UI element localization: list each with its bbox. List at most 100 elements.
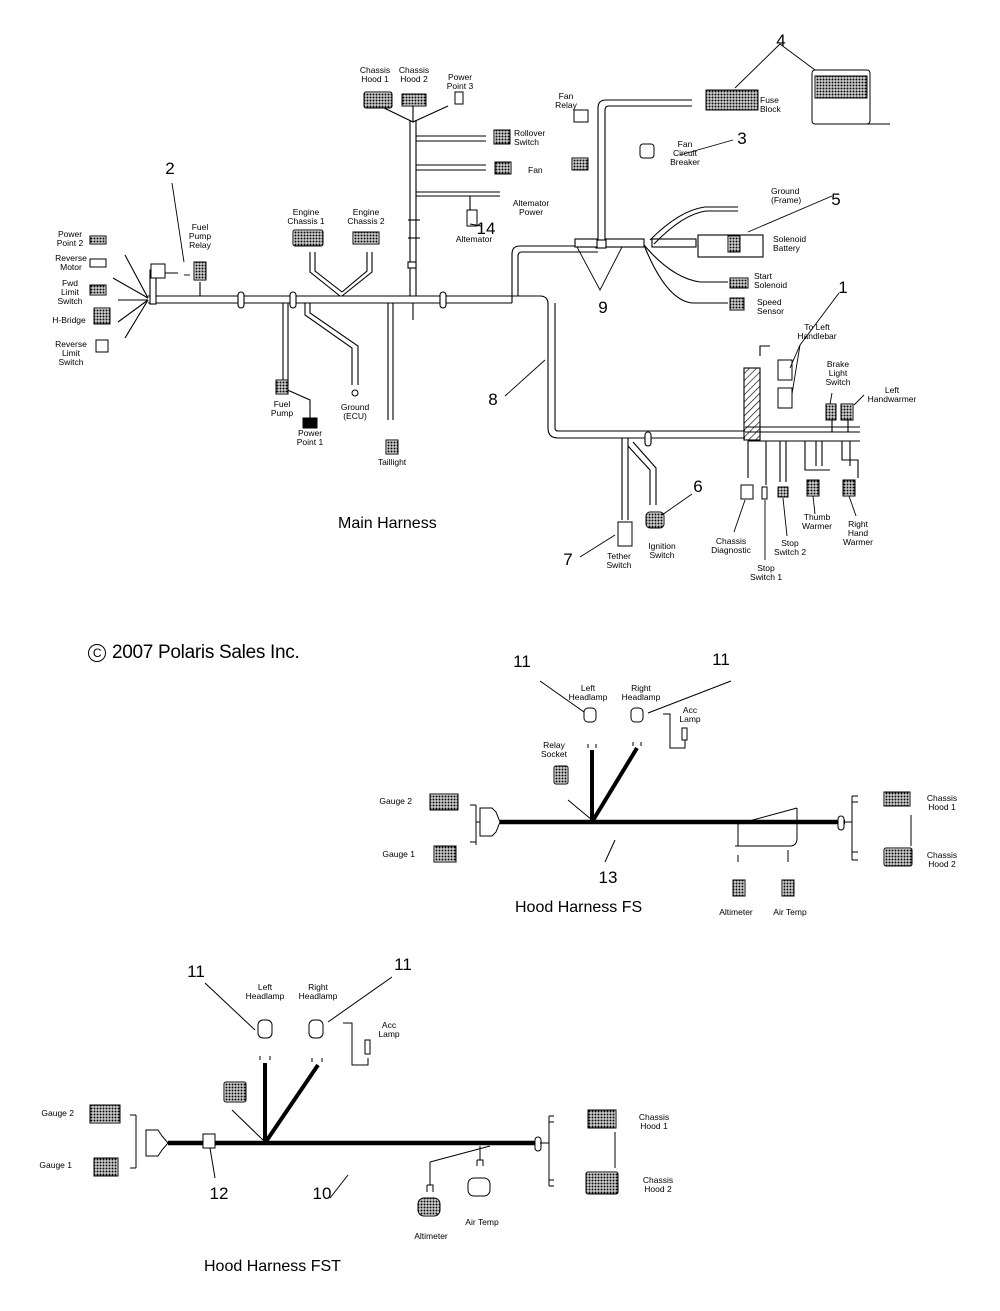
fs-altimeter-connector <box>732 879 746 897</box>
label-left-handwarmer: Left Handwarmer <box>867 385 917 404</box>
hood-harness-fs <box>470 680 912 863</box>
fs-right-headlamp-connector <box>630 707 644 723</box>
label-engine-chassis-1: Engine Chassis 1 <box>287 207 325 226</box>
copyright-text: 2007 Polaris Sales Inc. <box>112 642 300 663</box>
right-hand-warmer-connector <box>842 479 856 497</box>
fs-label-chassis-hood-2: Chassis Hood 2 <box>926 850 958 869</box>
fst-gauge-2-connector <box>89 1104 121 1124</box>
fst-label-left-headlamp: Left Headlamp <box>245 982 285 1001</box>
label-solenoid-battery: Solenoid Battery <box>773 234 807 253</box>
fst-label-right-headlamp: Right Headlamp <box>298 982 338 1001</box>
fst-chassis-hood-2-connector <box>585 1171 619 1195</box>
copyright-icon: C <box>88 644 106 662</box>
left-handlebar-connector-a <box>777 359 793 381</box>
label-fwd-limit-switch: Fwd Limit Switch <box>57 278 83 306</box>
label-taillight: Taillight <box>377 457 407 467</box>
fs-air-temp-connector <box>781 879 795 897</box>
fst-chassis-hood-1-connector <box>587 1109 617 1129</box>
stop-switch-2-connector <box>777 486 789 498</box>
fst-left-headlamp-connector <box>257 1019 273 1039</box>
fs-callout-13: 13 <box>598 868 618 887</box>
thumb-warmer-connector <box>806 479 820 497</box>
fs-callout-11-right: 11 <box>712 650 730 669</box>
fs-left-headlamp-connector <box>583 707 597 723</box>
fst-label-altimeter: Altimeter <box>414 1231 448 1241</box>
label-right-hand-warmer: Right Hand Warmer <box>843 519 873 547</box>
ground-ecu-connector <box>351 389 359 397</box>
fs-chassis-hood-2-connector <box>883 847 913 867</box>
fuel-pump-connector <box>275 379 289 395</box>
fan-circuit-breaker-connector <box>639 143 655 159</box>
chassis-hood-2-connector <box>401 93 427 107</box>
label-thumb-warmer: Thumb Warmer <box>802 512 832 531</box>
fuse-block-connector <box>705 89 759 111</box>
label-h-bridge: H-Bridge <box>52 315 86 325</box>
label-chassis-hood-1: Chassis Hood 1 <box>359 65 391 84</box>
fst-callout-11-left: 11 <box>187 962 205 981</box>
fan-connector <box>494 161 512 175</box>
label-fan-relay: Fan Relay <box>555 91 577 110</box>
fuel-pump-relay-connector <box>193 261 207 281</box>
brake-light-switch-connector <box>825 403 837 421</box>
label-ground-frame: Ground (Frame) <box>771 186 802 205</box>
tether-switch-connector <box>617 521 633 547</box>
fst-altimeter-connector <box>417 1197 441 1217</box>
power-point-2-connector <box>89 235 107 245</box>
callout-4: 4 <box>776 31 786 50</box>
label-stop-switch-1: Stop Switch 1 <box>749 563 783 582</box>
label-ignition-switch: Ignition Switch <box>648 541 676 560</box>
chassis-diagnostic-connector <box>740 484 754 500</box>
hood-harness-fs-title: Hood Harness FS <box>515 899 643 916</box>
fs-label-gauge-1: Gauge 1 <box>382 849 415 859</box>
power-point-3-connector <box>454 91 464 105</box>
label-engine-chassis-2: Engine Chassis 2 <box>347 207 385 226</box>
label-fuel-pump: Fuel Pump <box>270 399 294 418</box>
fst-label-gauge-1: Gauge 1 <box>39 1160 72 1170</box>
fs-gauge-1-connector <box>433 845 457 863</box>
engine-chassis-2-connector <box>352 231 380 245</box>
fst-relay-socket-connector <box>223 1081 247 1103</box>
callout-14: 14 <box>476 219 496 238</box>
label-stop-switch-2: Stop Switch 2 <box>773 538 807 557</box>
callout-6: 6 <box>693 477 703 496</box>
main-connectors <box>89 69 890 547</box>
upper-branch <box>511 245 598 303</box>
fst-label-acc-lamp: Acc Lamp <box>378 1020 400 1039</box>
left-handwarmer-connector <box>840 403 854 421</box>
label-fan-circuit-breaker: Fan Circuit Breaker <box>670 139 700 167</box>
fs-label-left-headlamp: Left Headlamp <box>568 683 608 702</box>
power-point-1-connector <box>302 417 318 429</box>
label-chassis-diagnostic: Chassis Diagnostic <box>711 536 751 555</box>
fst-callout-10: 10 <box>312 1184 332 1203</box>
ignition-switch-connector <box>645 511 665 529</box>
fst-acc-lamp-connector <box>364 1039 371 1055</box>
h-bridge-connector <box>93 307 111 325</box>
reverse-motor-connector <box>89 258 107 268</box>
label-tether-switch: Tether Switch <box>606 551 632 570</box>
callout-2: 2 <box>165 159 175 178</box>
taillight-connector <box>385 439 399 455</box>
fs-callout-11-left: 11 <box>513 652 531 671</box>
label-to-left-handlebar: To Left Handlebar <box>797 322 837 341</box>
fs-gauge-2-connector <box>429 793 459 811</box>
fs-label-acc-lamp: Acc Lamp <box>679 705 701 724</box>
left-handlebar-connector-b <box>777 387 793 409</box>
fuel-pump-relay-socket <box>150 263 166 279</box>
label-start-solenoid: Start Solenoid <box>754 271 788 290</box>
fst-right-headlamp-connector <box>308 1019 324 1039</box>
fst-label-chassis-hood-1: Chassis Hood 1 <box>638 1112 670 1131</box>
fs-label-altimeter: Altimeter <box>719 907 753 917</box>
fs-label-gauge-2: Gauge 2 <box>379 796 412 806</box>
fst-label-gauge-2: Gauge 2 <box>41 1108 74 1118</box>
main-harness-title: Main Harness <box>338 515 437 532</box>
fst-air-temp-connector <box>467 1177 491 1197</box>
reverse-limit-switch-connector <box>95 339 109 353</box>
fs-label-chassis-hood-1: Chassis Hood 1 <box>926 793 958 812</box>
fwd-limit-switch-connector <box>89 284 107 296</box>
main-callout-lines <box>171 43 865 560</box>
fst-label-air-temp: Air Temp <box>465 1217 499 1227</box>
rollover-switch-connector <box>493 129 511 145</box>
stop-switch-1-connector <box>761 486 768 500</box>
engine-chassis-1-connector <box>292 229 324 247</box>
